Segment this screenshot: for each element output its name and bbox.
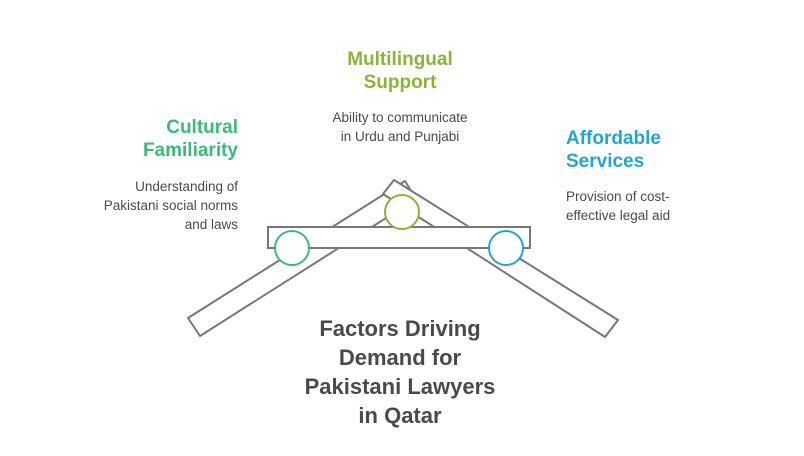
multilingual-support-node: [384, 194, 420, 230]
cultural-familiarity-description: Understanding of Pakistani social norms …: [68, 177, 238, 234]
cultural-familiarity-desc-line: Pakistani social norms: [103, 198, 238, 213]
cultural-familiarity-title: Cultural Familiarity: [88, 116, 238, 162]
multilingual-support-title-line: Support: [363, 72, 437, 93]
affordable-services-description: Provision of cost- effective legal aid: [566, 187, 736, 225]
multilingual-support-description: Ability to communicate in Urdu and Punja…: [300, 108, 500, 146]
cultural-familiarity-node: [274, 230, 310, 266]
cultural-familiarity-title-line: Familiarity: [142, 140, 238, 161]
multilingual-support-desc-line: in Urdu and Punjabi: [340, 129, 460, 144]
diagram-title: Factors Driving Demand for Pakistani Law…: [270, 314, 530, 430]
affordable-services-desc-line: Provision of cost-: [566, 189, 670, 204]
multilingual-support-title-line: Multilingual: [347, 49, 453, 70]
affordable-services-node: [488, 230, 524, 266]
multilingual-support-desc-line: Ability to communicate: [332, 110, 468, 125]
diagram-title-line: in Qatar: [358, 403, 442, 428]
cultural-familiarity-desc-line: Understanding of: [135, 179, 238, 194]
diagram-title-line: Demand for: [338, 345, 462, 370]
diagram-title-line: Factors Driving: [319, 316, 481, 341]
cultural-familiarity-title-line: Cultural: [166, 117, 238, 138]
diagram-title-line: Pakistani Lawyers: [304, 374, 496, 399]
affordable-services-title-line: Affordable: [566, 128, 661, 149]
cultural-familiarity-desc-line: and laws: [184, 217, 238, 232]
affordable-services-title: Affordable Services: [566, 127, 726, 173]
affordable-services-title-line: Services: [566, 151, 645, 172]
multilingual-support-title: Multilingual Support: [315, 48, 485, 94]
affordable-services-desc-line: effective legal aid: [566, 208, 671, 223]
